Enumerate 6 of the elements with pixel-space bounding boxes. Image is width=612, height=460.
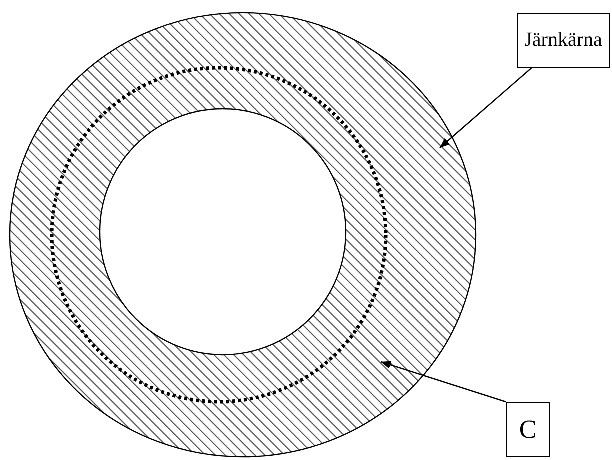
label-text: C	[519, 414, 537, 444]
arrow	[440, 68, 532, 148]
label-box	[517, 13, 610, 68]
arrow	[380, 361, 506, 403]
label-text: Järnkärna	[524, 29, 602, 52]
label-box	[506, 402, 550, 457]
